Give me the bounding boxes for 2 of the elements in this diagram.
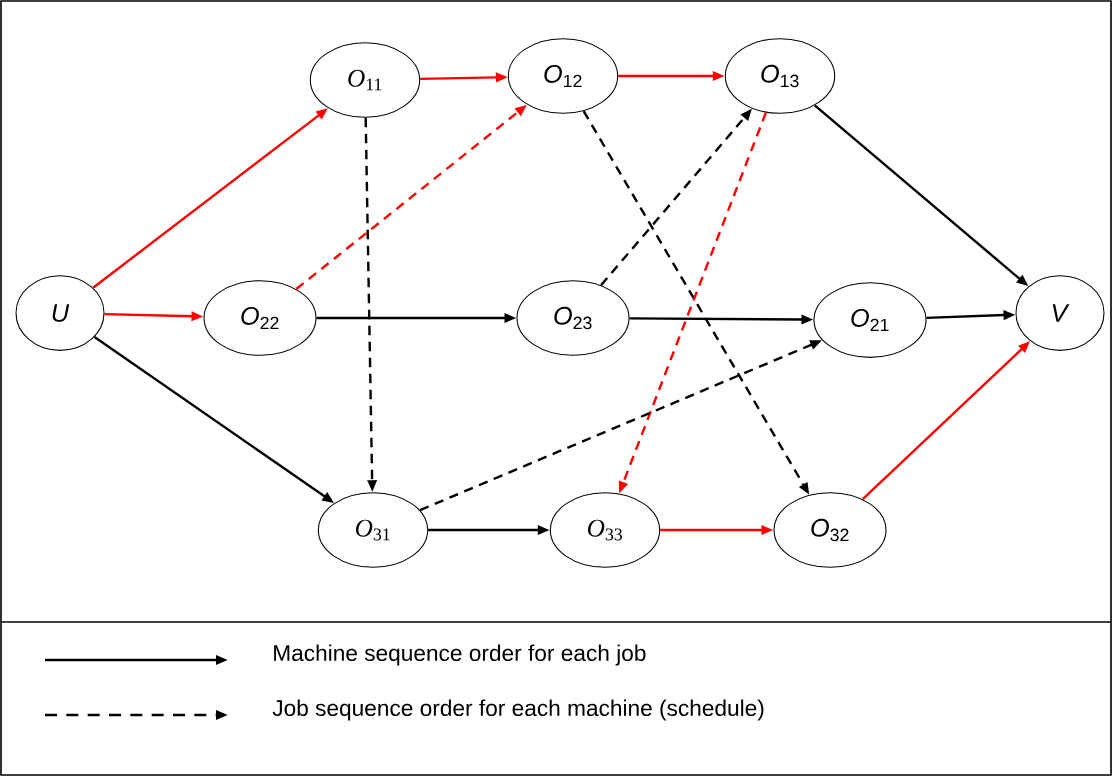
legend-text: Machine sequence order for each job	[274, 644, 646, 666]
legend-text: Job sequence order for each machine (schedule)	[272, 699, 764, 721]
